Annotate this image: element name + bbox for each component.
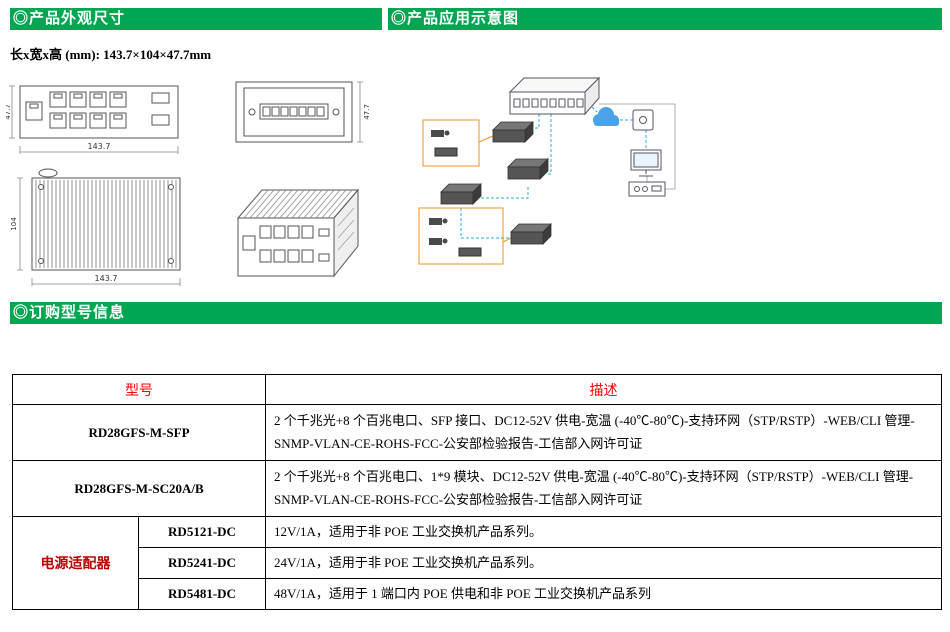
media-converter-icon [492, 121, 534, 143]
switch-device-icon [508, 76, 601, 116]
ordering-table: 型号 描述 RD28GFS-M-SFP 2 个千兆光+8 个百兆电口、SFP 接… [12, 374, 942, 610]
side-height-label: 104 [10, 217, 18, 231]
model-name: RD28GFS-M-SC20A/B [12, 460, 266, 517]
product-dimension-drawings: 143.7 47.7 47.7 [6, 81, 371, 286]
camera-group-boxes [418, 119, 512, 265]
column-header-description: 描述 [265, 374, 942, 405]
dimensions-note: 长x宽x高 (mm): 143.7×104×47.7mm [10, 44, 211, 63]
side-view-drawing: 104 143.7 [10, 168, 181, 286]
side-width-label: 143.7 [95, 274, 118, 283]
model-name: RD5241-DC [138, 547, 266, 579]
model-description: 2 个千兆光+8 个百兆电口、SFP 接口、DC12-52V 供电-宽温 (-4… [265, 404, 942, 461]
dimensions-note-label: 长x宽x高 (mm): [10, 47, 100, 62]
front-height-label: 47.7 [6, 104, 12, 120]
side-width-dimension [31, 278, 181, 286]
side-height-dimension [17, 177, 23, 271]
table-row: RD28GFS-M-SFP 2 个千兆光+8 个百兆电口、SFP 接口、DC12… [12, 404, 942, 461]
adapter-group-label: 电源适配器 [12, 516, 139, 610]
front-view-drawing: 143.7 47.7 [6, 85, 179, 154]
top-view-drawing: 47.7 [235, 81, 371, 143]
nvr-icon [628, 181, 666, 197]
cloud-icon [593, 107, 619, 126]
table-row: 电源适配器 RD5121-DC 12V/1A，适用于非 POE 工业交换机产品系… [12, 516, 942, 610]
front-height-dimension [9, 85, 15, 139]
model-name: RD28GFS-M-SFP [12, 404, 266, 461]
top-depth-label: 47.7 [363, 104, 371, 120]
camera-icon [429, 218, 482, 257]
media-converter-icon [440, 183, 482, 205]
model-name: RD5121-DC [138, 516, 266, 548]
model-description: 12V/1A，适用于非 POE 工业交换机产品系列。 [265, 516, 942, 548]
media-converter-icon [510, 223, 552, 245]
copper-link-lines [599, 103, 676, 190]
monitor-icon [630, 149, 662, 177]
top-depth-dimension [357, 81, 363, 143]
section-header-dimensions: ◎产品外观尺寸 [10, 8, 382, 30]
table-row: RD28GFS-M-SC20A/B 2 个千兆光+8 个百兆电口、1*9 模块、… [12, 460, 942, 517]
front-width-dimension [19, 146, 179, 154]
model-name: RD5481-DC [138, 578, 266, 610]
access-point-icon [632, 109, 654, 131]
model-description: 48V/1A，适用于 1 端口内 POE 供电和非 POE 工业交换机产品系列 [265, 578, 942, 610]
media-converter-icon [507, 158, 549, 180]
column-header-model: 型号 [12, 374, 266, 405]
model-description: 2 个千兆光+8 个百兆电口、1*9 模块、DC12-52V 供电-宽温 (-4… [265, 460, 942, 517]
table-row: RD5481-DC 48V/1A，适用于 1 端口内 POE 供电和非 POE … [13, 578, 942, 610]
isometric-view-drawing [236, 188, 360, 278]
camera-icon [431, 130, 458, 157]
application-diagram [418, 76, 676, 265]
section-header-ordering: ◎订购型号信息 [10, 302, 942, 324]
dimensions-note-value: 143.7×104×47.7mm [103, 47, 212, 62]
table-row: RD5241-DC 24V/1A，适用于非 POE 工业交换机产品系列。 [13, 547, 942, 579]
front-width-label: 143.7 [88, 142, 111, 151]
model-description: 24V/1A，适用于非 POE 工业交换机产品系列。 [265, 547, 942, 579]
table-header-row: 型号 描述 [12, 374, 942, 405]
section-header-application: ◎产品应用示意图 [388, 8, 942, 30]
